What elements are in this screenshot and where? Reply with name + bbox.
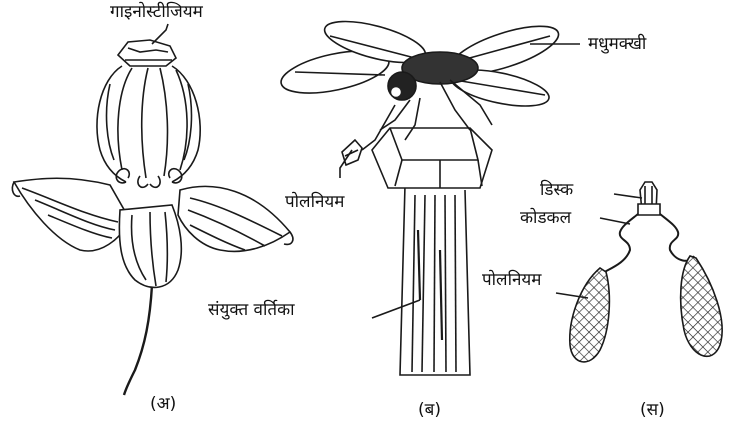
gynostegium-top [118, 40, 176, 66]
label-gynostegium: गाइनोस्टीजियम [110, 4, 203, 21]
label-panel-c: (स) [640, 402, 665, 419]
label-fused-style: संयुक्त वर्तिका [208, 302, 295, 319]
label-honeybee: मधुमक्खी [588, 36, 646, 53]
flower-drawing [12, 40, 292, 395]
label-panel-b: (ब) [418, 402, 441, 419]
corona-lobes [97, 66, 200, 187]
petals [12, 178, 292, 287]
leader-disc [614, 194, 642, 198]
leader-gynostegium [152, 24, 168, 44]
stigma-head [372, 128, 492, 188]
label-pollinium-b: पोलनियम [285, 194, 344, 211]
flower-stalk [124, 285, 152, 395]
leader-caudicle [600, 218, 630, 224]
label-panel-a: (अ) [150, 396, 176, 413]
fused-style-column [400, 185, 470, 375]
pollinarium-drawing [570, 182, 722, 362]
label-disc: डिस्क [540, 182, 573, 199]
label-caudicle: कोडकल [520, 210, 571, 227]
pollinia-sacs [570, 256, 722, 362]
caudicles [600, 214, 694, 275]
label-pollinium-c: पोलनियम [482, 272, 541, 289]
